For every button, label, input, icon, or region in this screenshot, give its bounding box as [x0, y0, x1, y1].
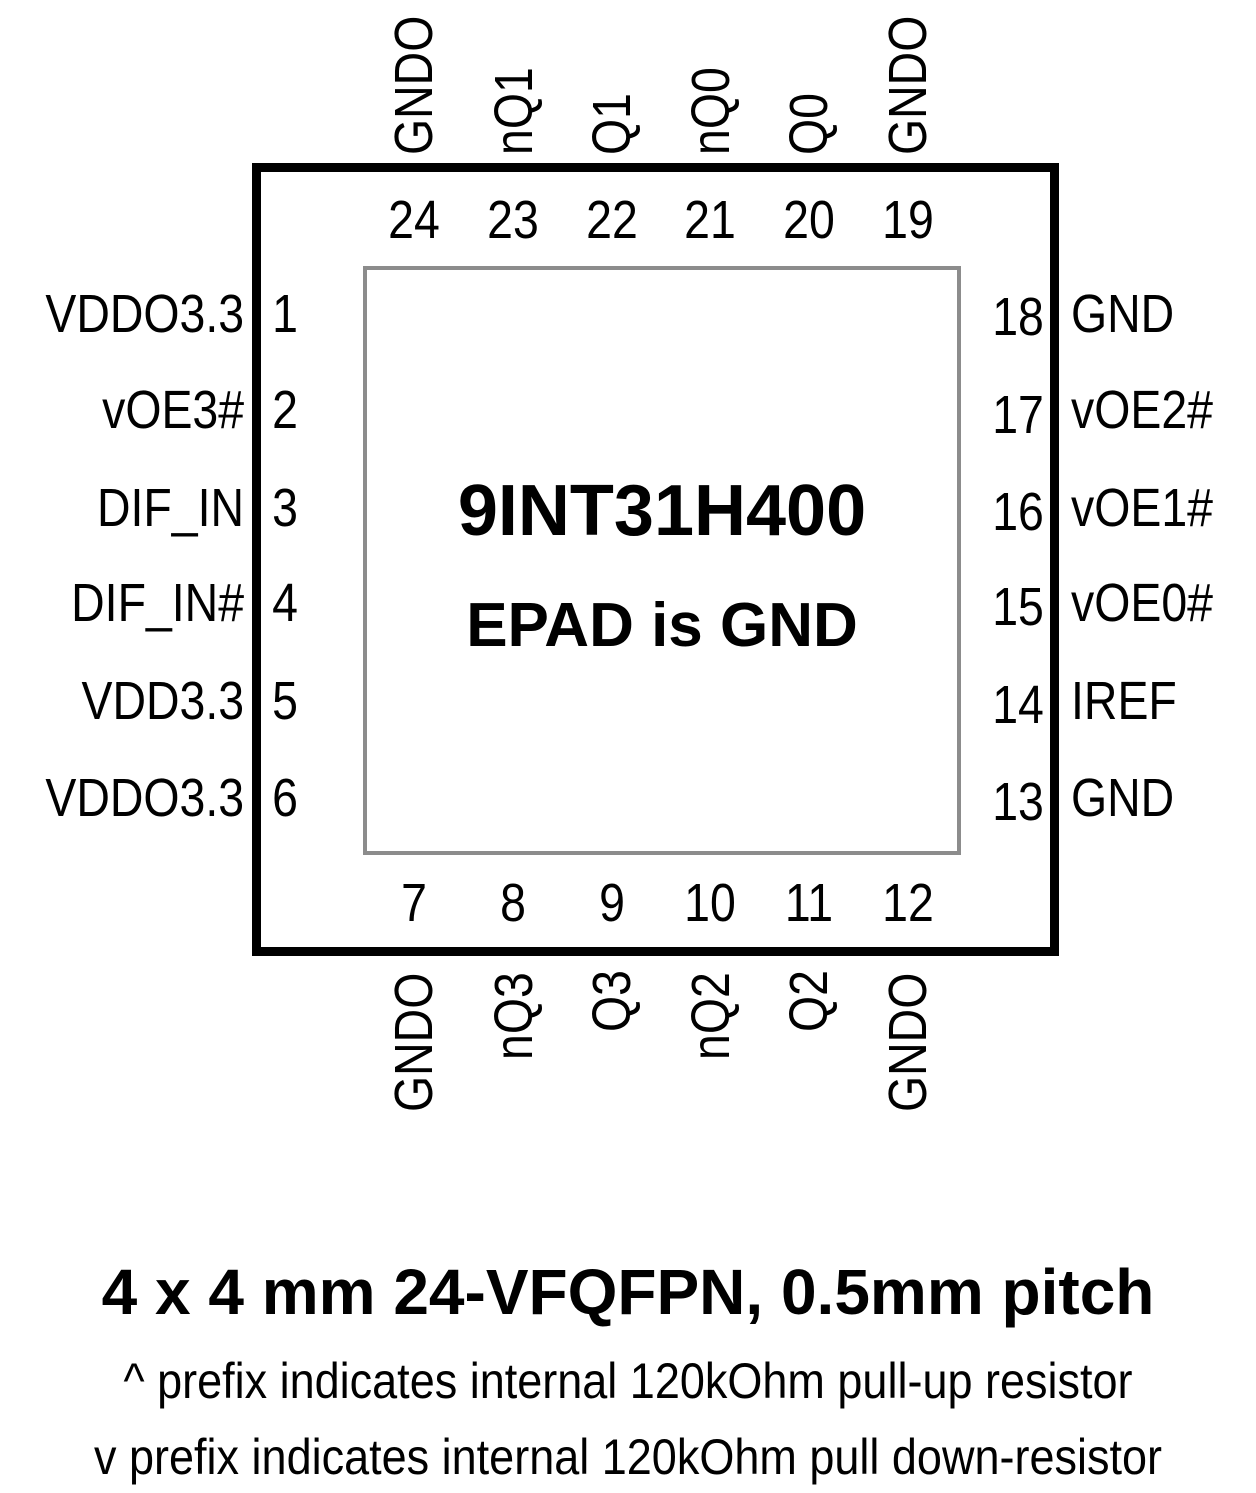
pin-21-number: 21 [684, 190, 736, 250]
pin-23-number: 23 [487, 190, 539, 250]
chip-body-outline [252, 163, 1059, 956]
pin-24-number: 24 [388, 190, 440, 250]
pin-18-name: GND [1071, 284, 1175, 344]
pin-11-name: Q2 [779, 970, 839, 1032]
pullup-note: ^ prefix indicates internal 120kOhm pull… [123, 1353, 1133, 1409]
part-number: 9INT31H400 [457, 471, 867, 551]
pin-5-name: VDD3.3 [81, 671, 244, 731]
pin-22-name: Q1 [582, 93, 642, 155]
pin-14-name: IREF [1071, 671, 1177, 731]
pin-19-name: GNDO [878, 15, 938, 156]
pin-4-number: 4 [272, 573, 298, 633]
pin-20-number: 20 [783, 190, 835, 250]
pin-17-number: 17 [992, 385, 1044, 445]
pin-14-number: 14 [992, 675, 1044, 735]
pin-2-number: 2 [272, 380, 298, 440]
pulldown-note: v prefix indicates internal 120kOhm pull… [94, 1429, 1162, 1485]
epad-label: EPAD is GND [466, 591, 858, 660]
pin-19-number: 19 [882, 190, 934, 250]
pin-20-name: Q0 [779, 93, 839, 155]
pin-18-number: 18 [992, 287, 1044, 347]
pin-13-name: GND [1071, 768, 1175, 828]
pin-5-number: 5 [272, 671, 298, 731]
pin-9-name: Q3 [582, 970, 642, 1032]
pin-8-number: 8 [500, 873, 526, 933]
pin-1-number: 1 [272, 284, 298, 344]
pin-6-name: VDDO3.3 [45, 768, 244, 828]
pin-15-number: 15 [992, 577, 1044, 637]
pin-3-name: DIF_IN [96, 478, 244, 538]
package-title: 4 x 4 mm 24-VFQFPN, 0.5mm pitch [101, 1256, 1155, 1328]
pin-12-name: GNDO [878, 972, 938, 1112]
pin-10-name: nQ2 [681, 972, 741, 1060]
pin-9-number: 9 [599, 873, 625, 933]
pin-16-name: vOE1# [1071, 478, 1213, 538]
pin-15-name: vOE0# [1071, 573, 1213, 633]
pin-2-name: vOE3# [102, 380, 244, 440]
pin-13-number: 13 [992, 772, 1044, 832]
pin-6-number: 6 [272, 768, 298, 828]
pin-7-number: 7 [401, 873, 427, 933]
pin-11-number: 11 [784, 873, 834, 933]
pin-3-number: 3 [272, 478, 298, 538]
pin-4-name: DIF_IN# [71, 573, 244, 633]
pin-16-number: 16 [992, 482, 1044, 542]
pin-24-name: GNDO [384, 15, 444, 156]
pin-1-name: VDDO3.3 [45, 284, 244, 344]
pin-17-name: vOE2# [1071, 380, 1213, 440]
pin-22-number: 22 [586, 190, 638, 250]
pin-7-name: GNDO [384, 972, 444, 1112]
pin-21-name: nQ0 [681, 67, 741, 155]
exposed-pad [363, 266, 961, 855]
pin-12-number: 12 [882, 873, 934, 933]
pin-8-name: nQ3 [484, 972, 544, 1060]
pin-23-name: nQ1 [484, 67, 544, 155]
pin-10-number: 10 [684, 873, 736, 933]
